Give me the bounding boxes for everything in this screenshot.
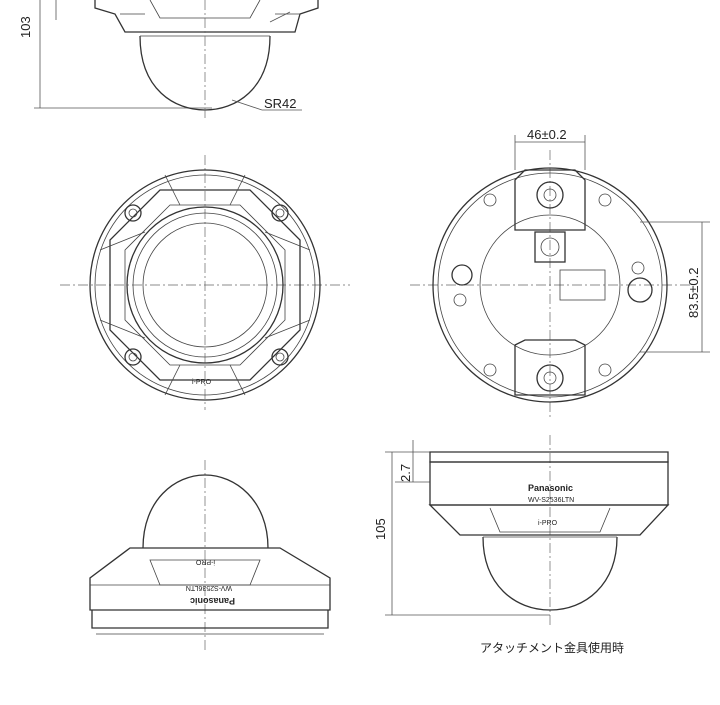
screw-icon [271, 204, 289, 222]
model-label: WV-S2536LTN [528, 497, 574, 504]
rim-height-label: 2.7 [398, 464, 413, 482]
i-pro-logo: i-PRO [192, 379, 212, 386]
screw-icon [124, 204, 142, 222]
mounting-base-view: 46±0.2 83.5±0.2 [410, 127, 710, 420]
attachment-caption: アタッチメント金具使用時 [480, 640, 624, 655]
top-side-view: 103 SR42 [18, 0, 319, 120]
screw-icon [124, 348, 142, 366]
side-height-label: 105 [373, 518, 388, 540]
height-103-label: 103 [18, 16, 33, 38]
mount-hole-icon [451, 264, 473, 307]
sr42-label: SR42 [264, 96, 297, 111]
bottom-left-side-view: i-PRO WV-S2536LTN Panasonic [89, 460, 331, 650]
model-label: WV-S2536LTN [186, 584, 232, 591]
brand-label: Panasonic [528, 483, 573, 493]
hole-spacing-vertical-label: 83.5±0.2 [686, 267, 701, 318]
i-pro-logo: i-PRO [195, 558, 215, 565]
bottom-right-side-view: 2.7 105 Panasonic WV-S2536LTN i-PRO アタッチ… [373, 435, 670, 655]
hole-spacing-label: 46±0.2 [527, 127, 567, 142]
dome-top-view: i-PRO [60, 155, 350, 410]
screw-icon [271, 348, 289, 366]
mount-hole-icon [627, 261, 653, 303]
i-pro-logo: i-PRO [538, 520, 558, 527]
brand-label: Panasonic [190, 596, 235, 606]
